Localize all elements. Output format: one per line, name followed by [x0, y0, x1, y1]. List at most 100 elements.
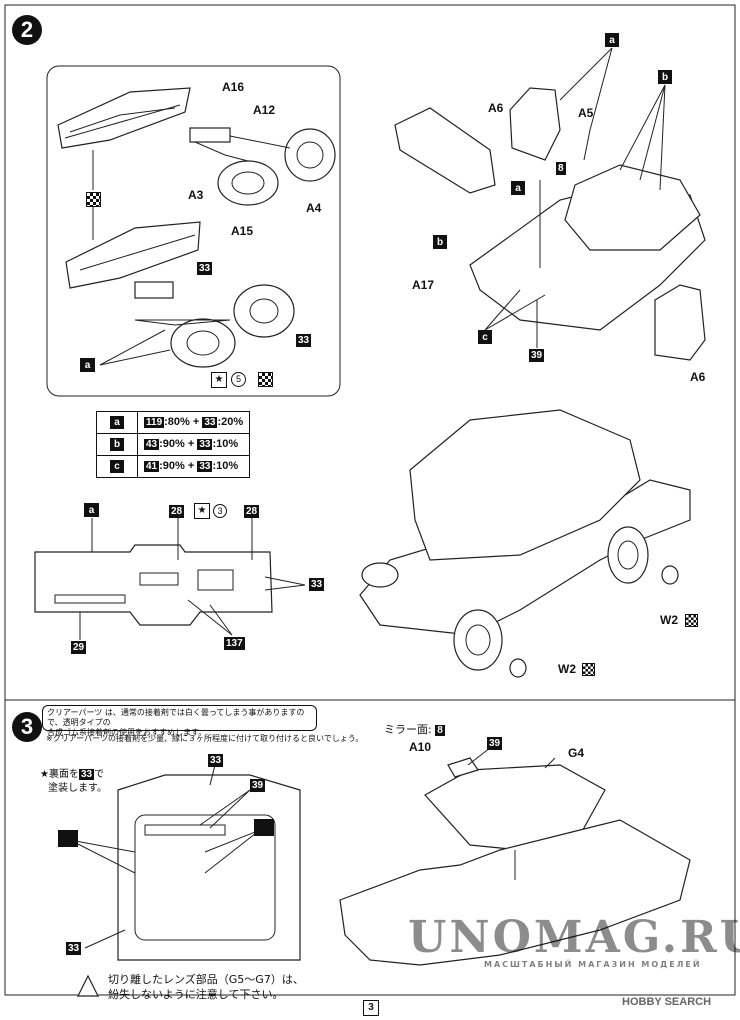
- mix-key-c-table: c: [110, 460, 124, 473]
- label-a6-top: A6: [488, 101, 504, 115]
- color-number-29: 29: [71, 641, 87, 654]
- steering-wheel-a3: [217, 160, 279, 206]
- rear-wheel: [607, 526, 649, 584]
- star-icon-dash: ★: [194, 503, 210, 519]
- mix-row-b: b 43:90% + 33:10%: [96, 433, 251, 456]
- color-number: 43: [144, 439, 160, 450]
- mix-key-b: b: [110, 438, 124, 451]
- star-icon: ★: [211, 372, 227, 388]
- interior-on-chassis: [409, 409, 641, 561]
- mix-percent: :10%: [212, 438, 239, 450]
- mix-row-a: a 119:80% + 33:20%: [96, 411, 251, 434]
- color-number: 33: [202, 417, 218, 428]
- front-wheel: [453, 609, 503, 671]
- color-number-33-inset: 33: [197, 262, 213, 275]
- paint-mix-table: a 119:80% + 33:20% b 43:90% + 33:10% c 4…: [96, 411, 251, 478]
- mix-key-b-top: b: [658, 70, 672, 84]
- color-number-33-inset-right: 33: [296, 334, 312, 347]
- watermark-corner: HOBBY SEARCH: [622, 996, 712, 1008]
- flip-icon-w2-bottom: [582, 663, 595, 676]
- warning-line1: 切り離したレンズ部品（G5～G7）は、: [108, 973, 304, 986]
- front-seat-a6-right: [654, 284, 706, 361]
- clear-parts-note-line2: 合成ゴム系接着剤の使用をおすすめします。: [47, 728, 207, 737]
- warning-triangle: [77, 974, 99, 997]
- label-a16: A16: [222, 80, 245, 94]
- color-number: 41: [144, 461, 160, 472]
- clear-parts-note-box: クリアーパーツ は、通常の接着剤では白く曇ってしまう事がありますので、透明タイプ…: [42, 705, 317, 737]
- steering-wheel-lower-right: [233, 284, 295, 338]
- color-number: 33: [197, 439, 213, 450]
- rear-seat: [564, 164, 701, 251]
- warning-line2: 紛失しないように注意して下さい。: [108, 988, 284, 1001]
- circled-number-3: 3: [213, 504, 227, 518]
- color-number: 33: [197, 461, 213, 472]
- mix-key-b-mid: b: [433, 235, 447, 249]
- part-a12: [189, 127, 231, 143]
- label-a12: A12: [253, 103, 276, 117]
- body-shell: [339, 819, 691, 966]
- steering-wheel-lower-left: [170, 318, 236, 368]
- body-top-view: [117, 774, 301, 961]
- mix-key-a-inset: a: [80, 358, 95, 372]
- label-g4: G4: [568, 746, 585, 760]
- inset-box: [46, 65, 341, 397]
- hubcap-w2-bottom: [509, 658, 527, 678]
- mix-key-a-mid: a: [511, 181, 525, 195]
- mix-key-a-dash: a: [84, 503, 99, 517]
- color-number-137: 137: [224, 637, 245, 650]
- color-number-8: 8: [556, 162, 566, 175]
- label-w2-top: W2: [660, 613, 678, 627]
- steering-wheel-a4: [284, 128, 336, 182]
- mirror-color-number: 8: [435, 725, 445, 736]
- watermark-main: UNOMAG.RU: [408, 912, 740, 963]
- window-glass-g4: [424, 764, 606, 851]
- paint-note-text1: ★裏面を: [40, 769, 79, 780]
- label-a10: A10: [409, 740, 432, 754]
- mix-key-a-top: a: [605, 33, 619, 47]
- part-a12-lower: [134, 281, 174, 299]
- label-a6-right: A6: [690, 370, 706, 384]
- circled-number-5: 5: [231, 372, 246, 387]
- flip-icon-inset-top: [86, 192, 101, 207]
- label-a17: A17: [412, 278, 435, 292]
- color-number-39-left: 39: [250, 779, 266, 792]
- label-a4: A4: [306, 201, 322, 215]
- flip-icon-w2-top: [685, 614, 698, 627]
- color-number-33-bottom: 33: [66, 942, 82, 955]
- label-a5: A5: [578, 106, 594, 120]
- mirror-label: ミラー面: 8: [384, 723, 445, 736]
- front-seat-a6-top: [509, 87, 561, 161]
- mix-row-c: c 41:90% + 33:10%: [96, 455, 251, 478]
- step-number-2: 2: [12, 15, 42, 45]
- color-number-28-right: 28: [244, 505, 260, 518]
- dashboard-assembly: [394, 107, 496, 194]
- color-number-33-dash: 33: [309, 578, 325, 591]
- mix-percent: :90% +: [159, 460, 198, 472]
- paint-note-text2: で: [94, 769, 105, 780]
- watermark-sub: МАСШТАБНЫЙ МАГАЗИН МОДЕЛЕЙ: [484, 960, 702, 969]
- page-number: 3: [363, 1000, 379, 1016]
- step-number-3: 3: [12, 712, 42, 742]
- clear-parts-note-line3: ※クリアーパーツの接着剤を少量、縁に３ヶ所程度に付けて取り付けると良いでしょう。: [46, 734, 364, 743]
- color-number-39-right: 39: [487, 737, 503, 750]
- dashboard-a15: [65, 221, 201, 289]
- mix-key-c: c: [478, 330, 492, 344]
- color-number: 119: [144, 417, 165, 428]
- label-a15: A15: [231, 224, 254, 238]
- mix-percent: :10%: [212, 460, 239, 472]
- dashboard-a16: [57, 87, 191, 149]
- color-number-28-left: 28: [169, 505, 185, 518]
- label-w2-bottom: W2: [558, 662, 576, 676]
- flip-icon-inset-bottom: [258, 372, 273, 387]
- mix-percent: :20%: [217, 416, 244, 428]
- hubcap-w2-top: [661, 565, 679, 585]
- color-number-39: 39: [529, 349, 545, 362]
- paint-note-color: 33: [78, 769, 95, 780]
- clear-part-icon-right: [254, 819, 274, 836]
- clear-parts-note-line1: クリアーパーツ は、通常の接着剤では白く曇ってしまう事がありますので、透明タイプ…: [47, 708, 305, 727]
- mix-percent: :80% +: [164, 416, 203, 428]
- label-a3: A3: [188, 188, 204, 202]
- color-number-33-top: 33: [208, 754, 224, 767]
